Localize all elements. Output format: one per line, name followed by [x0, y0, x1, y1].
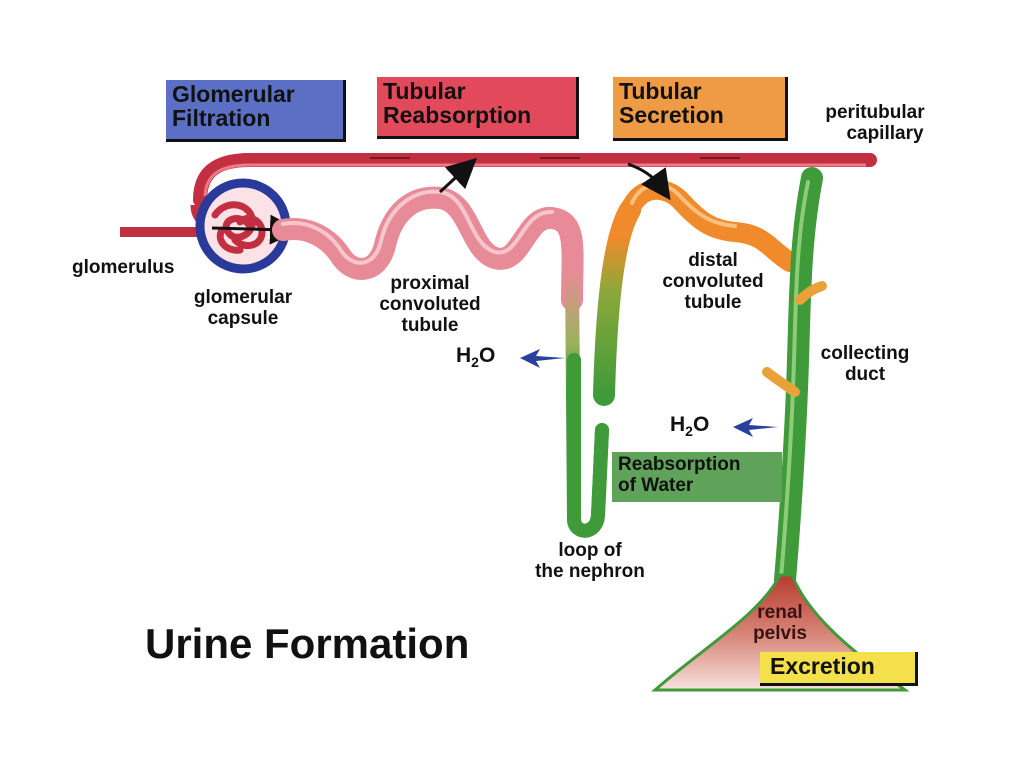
renal-pelvis-label: renal pelvis	[735, 602, 825, 644]
label-line: glomerulus	[72, 257, 175, 278]
tubular-reabsorption-box: Tubular Reabsorption	[377, 77, 579, 139]
label-line: loop of	[558, 540, 622, 561]
water-label-right: H2O	[670, 413, 709, 439]
proximal-tubule-label: proximal convoluted tubule	[355, 273, 505, 336]
duct-branch-upper	[795, 281, 827, 305]
label-line: convoluted	[379, 294, 481, 315]
box-line: Tubular	[383, 78, 466, 104]
label-line: duct	[844, 364, 886, 385]
box-line: Glomerular	[172, 81, 295, 107]
collecting-duct-shape	[774, 167, 823, 591]
glomerulus-label: glomerulus	[72, 257, 174, 278]
collecting-duct-label: collecting duct	[800, 343, 930, 385]
label-line: collecting	[820, 343, 910, 364]
label-line: proximal	[390, 273, 470, 294]
label-line: peritubular	[825, 102, 925, 123]
label-line: tubule	[684, 292, 742, 313]
box-line: Reabsorption	[383, 102, 532, 128]
collecting-duct-highlight	[779, 180, 810, 580]
h2o-o: O	[478, 344, 496, 367]
capillary-highlight	[203, 163, 866, 197]
diagram-title: Urine Formation	[145, 620, 470, 667]
proximal-tubule-shape	[272, 186, 584, 311]
h2o-sub: 2	[471, 354, 479, 371]
loop-green-lower	[567, 353, 609, 538]
glomerular-filtration-box: Glomerular Filtration	[166, 80, 346, 142]
label-line: capsule	[207, 308, 279, 329]
proximal-tubule-highlight	[281, 189, 554, 265]
peritubular-capillary-vessel	[193, 153, 877, 207]
duct-branch-lower	[762, 367, 800, 397]
glomerulus-shape	[211, 201, 266, 254]
label-line: pelvis	[753, 623, 807, 644]
peritubular-capillary-label: peritubular capillary	[800, 102, 950, 144]
box-line: Reabsorption	[618, 454, 741, 475]
distal-tubule-label: distal convoluted tubule	[638, 250, 788, 313]
h2o-o: O	[692, 413, 710, 436]
excretion-box: Excretion	[760, 652, 918, 686]
water-label-left: H2O	[456, 344, 495, 370]
reabsorption-of-water-box: Reabsorption of Water	[612, 452, 782, 502]
loop-ascending-limb	[593, 199, 641, 406]
box-line: Tubular	[619, 78, 702, 104]
box-line: Excretion	[770, 653, 875, 679]
label-line: capillary	[846, 123, 924, 144]
box-line: Filtration	[172, 105, 271, 131]
water-arrow-right	[733, 418, 778, 437]
tubular-secretion-box: Tubular Secretion	[613, 77, 788, 141]
label-line: convoluted	[662, 271, 764, 292]
label-line: the nephron	[535, 561, 645, 582]
label-line: tubule	[401, 315, 459, 336]
box-line: of Water	[618, 475, 694, 496]
h2o-sub: 2	[685, 423, 693, 440]
secretion-arrow	[627, 162, 671, 201]
water-arrow-left	[520, 349, 565, 368]
reabsorption-arrow	[438, 157, 478, 194]
box-line: Secretion	[619, 102, 724, 128]
label-line: glomerular	[193, 287, 293, 308]
h2o-h: H	[670, 413, 686, 436]
label-line: renal	[757, 602, 803, 623]
loop-label: loop of the nephron	[510, 540, 670, 582]
label-line: distal	[688, 250, 738, 271]
h2o-h: H	[456, 344, 472, 367]
glomerular-capsule-label: glomerular capsule	[172, 287, 314, 329]
